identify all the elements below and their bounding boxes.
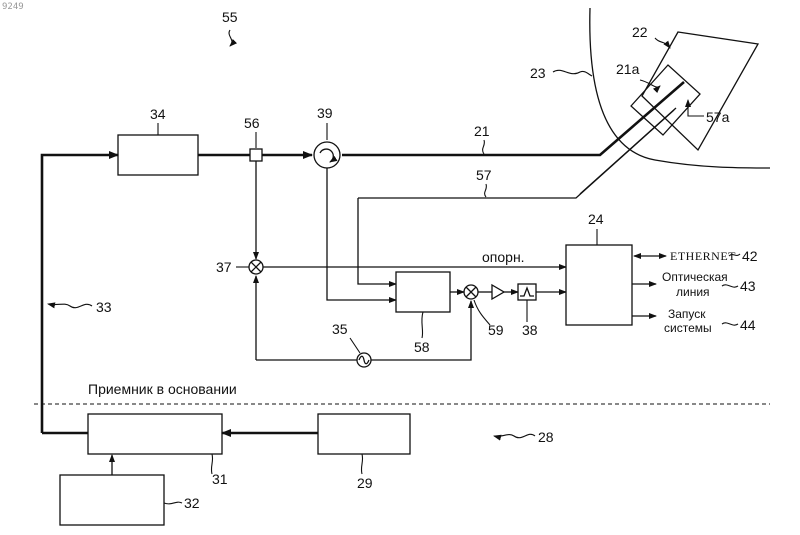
label-21: 21: [474, 123, 490, 139]
label-43: 43: [740, 278, 756, 294]
base-receiver-title: Приемник в основании: [88, 381, 237, 397]
label-57a: 57a: [706, 109, 730, 125]
label-23: 23: [530, 65, 546, 81]
block-31: [88, 414, 222, 454]
label-ethernet: ETHERNET: [670, 249, 736, 263]
probe-housing: [631, 65, 700, 135]
label-32: 32: [184, 495, 200, 511]
label-optical-2: линия: [676, 285, 710, 299]
label-37: 37: [216, 259, 232, 275]
splitter-56: [250, 149, 262, 161]
corner-id: 9249: [2, 2, 24, 12]
circulator-39: [314, 142, 340, 168]
mixer-59-x: [466, 287, 476, 297]
label-57: 57: [476, 167, 492, 183]
circulator-arrow: [320, 149, 333, 162]
block-24: [566, 245, 632, 325]
fiber-57-b: [580, 108, 676, 194]
line-57-58: [358, 198, 396, 284]
label-28: 28: [538, 429, 554, 445]
lead-21: [483, 140, 485, 154]
label-55: 55: [222, 9, 238, 25]
mixer-37-x: [251, 262, 261, 272]
squiggle-28: [494, 434, 535, 437]
block-34: [118, 135, 198, 175]
squiggle-22: [655, 38, 670, 48]
label-35: 35: [332, 321, 348, 337]
label-24: 24: [588, 211, 604, 227]
label-33: 33: [96, 299, 112, 315]
label-56: 56: [244, 115, 260, 131]
fiber-21: [342, 82, 684, 155]
squiggle-23: [553, 70, 592, 76]
lead-44: [722, 323, 738, 325]
lead-57a: [688, 100, 704, 116]
label-34: 34: [150, 106, 166, 122]
block-32: [60, 475, 164, 525]
label-22: 22: [632, 24, 648, 40]
label-start-1: Запуск: [668, 307, 706, 321]
label-31: 31: [212, 471, 228, 487]
lead-58: [422, 312, 423, 338]
block-58: [396, 272, 450, 312]
sine-icon: [359, 356, 369, 364]
line-39-58: [327, 168, 396, 300]
lead-57: [485, 184, 487, 197]
label-optical-1: Оптическая: [662, 270, 728, 284]
label-39: 39: [317, 105, 333, 121]
squiggle-33: [48, 304, 92, 308]
amplifier-icon: [492, 285, 504, 299]
label-42: 42: [742, 248, 758, 264]
lead-35: [350, 338, 360, 353]
block-29: [318, 414, 410, 454]
label-reference: опорн.: [482, 249, 525, 265]
label-58: 58: [414, 339, 430, 355]
squiggle-55: [229, 30, 232, 46]
label-59: 59: [488, 322, 504, 338]
label-21a: 21a: [616, 61, 640, 77]
lead-29: [361, 454, 362, 474]
label-29: 29: [357, 475, 373, 491]
label-38: 38: [522, 322, 538, 338]
label-start-2: системы: [664, 321, 712, 335]
lead-43: [722, 285, 738, 287]
lead-32: [164, 502, 182, 504]
label-44: 44: [740, 317, 756, 333]
